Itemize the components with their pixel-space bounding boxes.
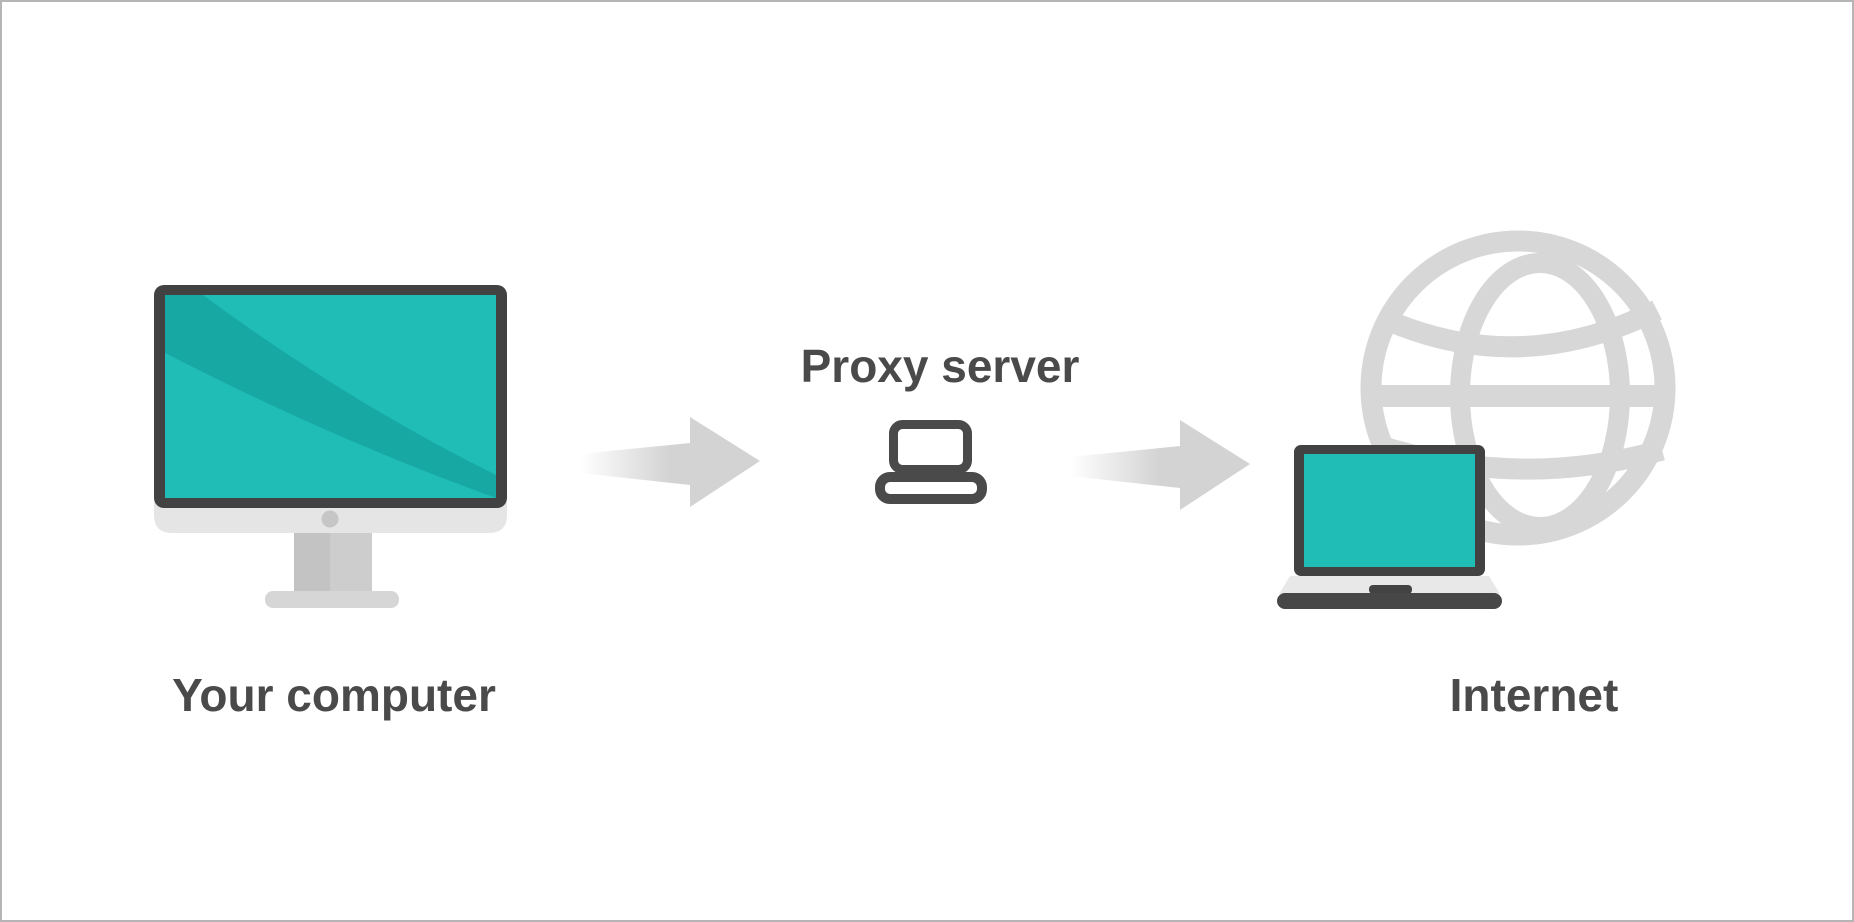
desktop-monitor-icon [154,285,507,608]
arrow-right-icon [580,417,760,507]
laptop-outline-icon [875,420,987,504]
your-computer-label: Your computer [172,669,496,721]
arrow-right-icon [1070,420,1250,510]
laptop-icon [1277,445,1502,609]
internet-label: Internet [1449,669,1619,721]
globe-icon [1360,230,1676,546]
proxy-server-label: Proxy server [800,340,1080,392]
internet-node-graphic [1277,230,1676,609]
